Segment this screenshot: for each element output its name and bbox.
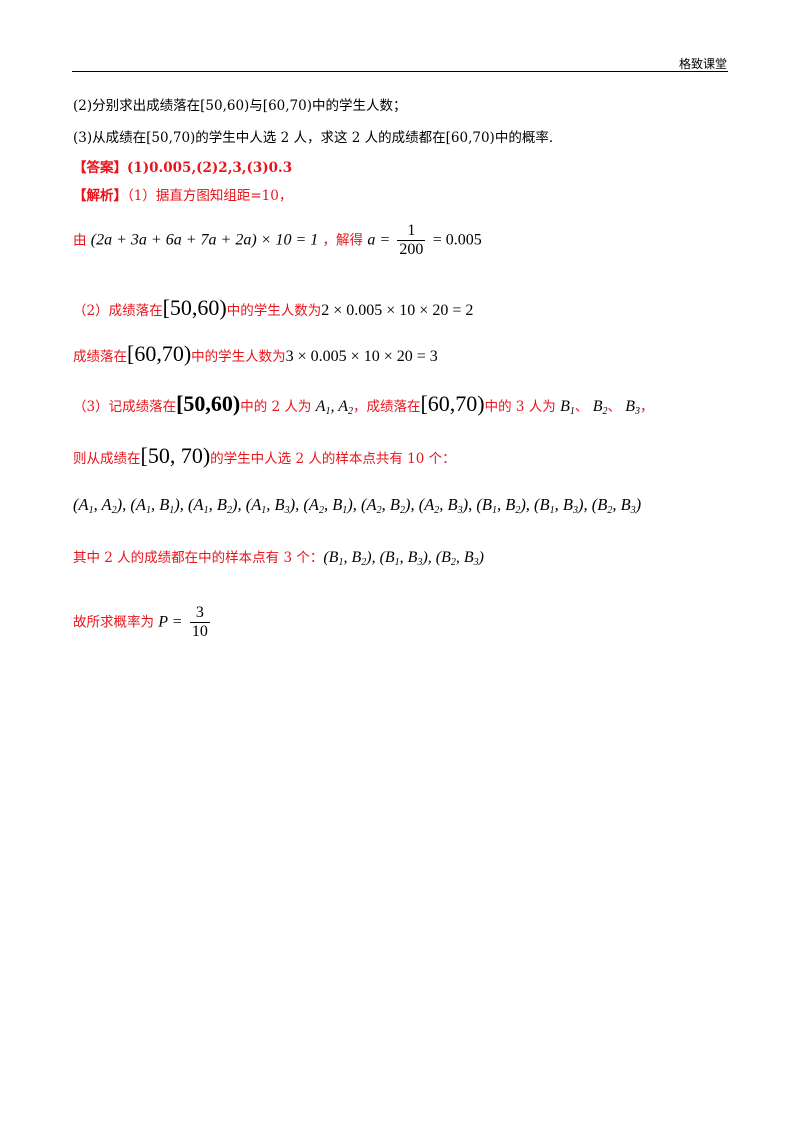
step2-prefix: （2）成绩落在	[73, 303, 163, 319]
question-2: (2)分别求出成绩落在[50,60)与[60,70)中的学生人数；	[73, 98, 407, 114]
step2-equation: 2 × 0.005 × 10 × 20 = 2	[321, 302, 474, 319]
step4-b1: B1	[560, 398, 575, 417]
step8-numerator: 3	[189, 604, 210, 624]
analysis-step-1: 由 (2a + 3a + 6a + 7a + 2a) × 10 = 1 ，解得 …	[73, 222, 482, 260]
favorable-points: (B1, B2), (B1, B3), (B2, B3)	[323, 549, 484, 568]
step3-mid: 中的学生人数为	[191, 349, 286, 365]
answer-value: (1)0.005,(2)2,3,(3)0.3	[127, 160, 293, 176]
step5-suffix: 的学生中人选 2 人的样本点共有 10 个：	[210, 451, 456, 467]
step3-interval: [60,70)	[127, 341, 192, 366]
step2-mid: 中的学生人数为	[226, 303, 322, 319]
step5-interval: [50, 70)	[140, 443, 211, 468]
step1-mid: ，解得	[322, 232, 364, 249]
step8-denominator: 10	[191, 623, 208, 641]
step4-prefix: （3）记成绩落在	[73, 399, 177, 415]
step4-mid-2: ，成绩落在	[352, 399, 421, 415]
step4-end: ，	[640, 399, 654, 415]
step1-denominator: 200	[399, 241, 424, 259]
step4-interval-1: [50,60)	[176, 391, 241, 416]
sample-points-list: (A1, A2), (A1, B1), (A1, B2), (A1, B3), …	[73, 495, 642, 516]
step4-a-points: A1, A2	[315, 398, 353, 417]
answer-line: 【答案】(1)0.005,(2)2,3,(3)0.3	[73, 160, 293, 176]
step4-mid-1: 中的 2 人为	[240, 399, 312, 415]
question-3: (3)从成绩在[50,70)的学生中人选 2 人，求这 2 人的成绩都在[60,…	[73, 130, 554, 146]
step5-prefix: 则从成绩在	[73, 451, 141, 467]
analysis-step-3: 成绩落在[60,70)中的学生人数为3 × 0.005 × 10 × 20 = …	[73, 343, 438, 365]
analysis-step-5: 则从成绩在[50, 70)的学生中人选 2 人的样本点共有 10 个：	[73, 445, 456, 467]
step4-sep-2: 、	[607, 399, 621, 415]
step8-lhs: P =	[158, 613, 183, 631]
answer-label: 【答案】	[73, 160, 127, 176]
analysis-label: 【解析】	[73, 188, 127, 204]
step1-lhs: a =	[367, 231, 391, 249]
analysis-step-7: 其中 2 人的成绩都在中的样本点有 3 个：(B1, B2), (B1, B3)…	[73, 550, 484, 568]
step3-equation: 3 × 0.005 × 10 × 20 = 3	[285, 348, 438, 365]
step1-prefix: 由	[73, 232, 87, 249]
step4-mid-3: 中的 3 人为	[484, 399, 556, 415]
analysis-step-4: （3）记成绩落在[50,60)中的 2 人为 A1, A2，成绩落在[60,70…	[73, 393, 654, 417]
analysis-intro-line: 【解析】（1）据直方图知组距=10，	[73, 188, 293, 204]
analysis-intro: （1）据直方图知组距=10，	[127, 188, 293, 204]
step4-sep-1: 、	[574, 399, 589, 415]
step1-numerator: 1	[397, 222, 426, 242]
header-brand: 格致课堂	[678, 57, 727, 71]
step1-equation: (2a + 3a + 6a + 7a + 2a) × 10 = 1	[90, 231, 319, 249]
step4-interval-2: [60,70)	[420, 391, 485, 416]
step7-text: 其中 2 人的成绩都在中的样本点有 3 个：	[73, 550, 324, 566]
step2-interval: [50,60)	[162, 295, 227, 320]
step4-b2: B2	[592, 398, 608, 417]
step8-text: 故所求概率为	[73, 614, 154, 631]
step4-b3: B3	[625, 398, 641, 417]
header-divider	[72, 71, 728, 72]
step1-rhs: = 0.005	[432, 231, 482, 249]
step3-prefix: 成绩落在	[73, 349, 127, 365]
analysis-step-2: （2）成绩落在[50,60)中的学生人数为2 × 0.005 × 10 × 20…	[73, 297, 473, 319]
